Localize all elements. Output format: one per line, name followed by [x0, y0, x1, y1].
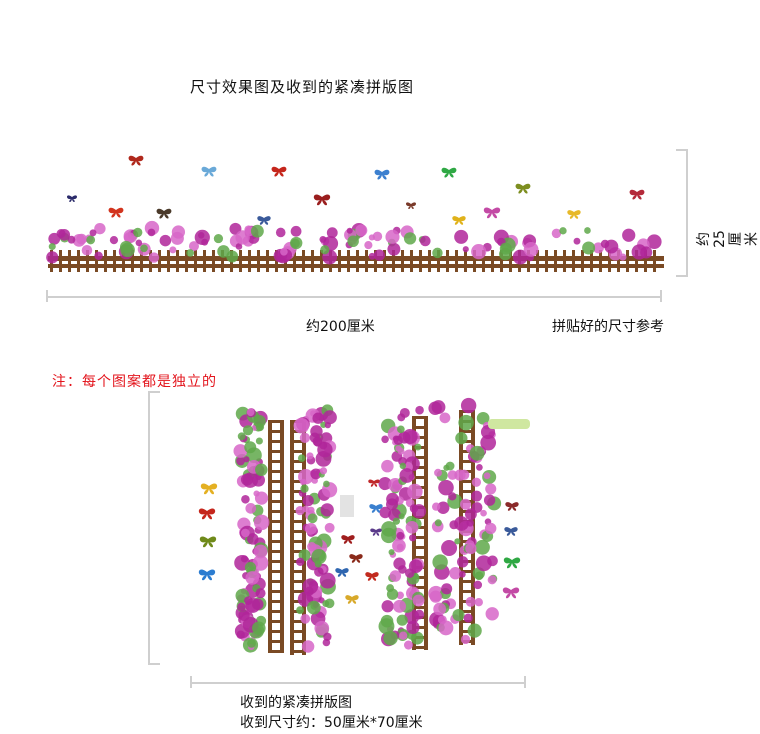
butterfly-icon [198, 508, 216, 520]
butterfly-icon [201, 166, 217, 177]
butterfly-icon [335, 568, 349, 577]
packing-size: 收到尺寸约：50厘米*70厘米 [240, 715, 423, 731]
packing-caption: 收到的紧凑拼版图 [240, 695, 352, 711]
butterfly-icon [345, 595, 359, 604]
butterfly-icon [271, 166, 287, 177]
flower-fence-border [46, 220, 664, 272]
butterfly-icon [368, 479, 380, 487]
butterfly-icon [370, 528, 382, 536]
butterfly-icon [198, 569, 216, 581]
butterfly-icon [257, 216, 271, 225]
butterfly-icon [369, 504, 383, 513]
butterfly-icon [200, 483, 218, 495]
butterfly-icon [128, 155, 144, 166]
butterfly-icon [441, 167, 457, 178]
page-title: 尺寸效果图及收到的紧凑拼版图 [190, 78, 415, 96]
butterfly-icon [567, 210, 581, 219]
independent-pieces-note: 注：每个图案都是独立的 [52, 374, 217, 390]
butterfly-icon [156, 208, 172, 219]
butterfly-icon [108, 207, 124, 218]
butterfly-icon [503, 557, 521, 569]
butterfly-icon [405, 202, 417, 210]
butterfly-icon [483, 207, 501, 219]
butterfly-icon [502, 587, 520, 599]
width-label: 约200厘米 [306, 319, 375, 335]
butterfly-icon [66, 195, 78, 203]
butterfly-icon [504, 527, 518, 536]
butterfly-icon [629, 189, 645, 200]
butterfly-icon [313, 194, 331, 206]
butterfly-icon [374, 169, 390, 180]
butterfly-icon [452, 216, 466, 225]
butterfly-icon [199, 536, 217, 548]
butterfly-icon [505, 502, 519, 511]
butterfly-icon [349, 554, 363, 563]
reference-label: 拼贴好的尺寸参考 [552, 319, 664, 335]
butterfly-icon [341, 535, 355, 544]
butterfly-icon [515, 183, 531, 194]
butterfly-icon [365, 572, 379, 581]
